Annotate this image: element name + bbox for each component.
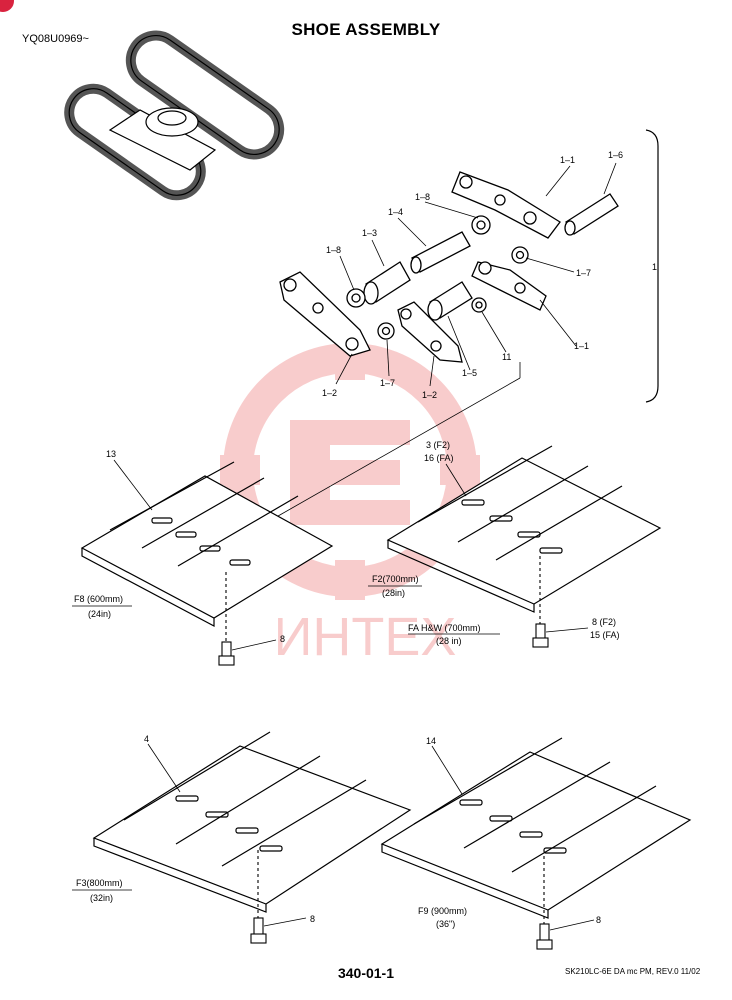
callout-1-4: 1–4: [388, 207, 403, 217]
spacer-1-7-upper: [511, 246, 529, 264]
track-shoes: [80, 445, 692, 919]
label-f3-size: F3(800mm): [76, 878, 123, 888]
callout-1-5: 1–5: [462, 368, 477, 378]
callout-1-3: 1–3: [362, 228, 377, 238]
link-1-2-right: [397, 301, 463, 363]
excavator-undercarriage-illustration: [64, 30, 285, 201]
pin-1-4: [410, 231, 471, 274]
callout-8-f2: 8 (F2): [592, 617, 616, 627]
watermark-text: ИНТЕХ: [274, 607, 457, 667]
bolts: [218, 556, 553, 950]
link-1-2-left: [279, 271, 371, 357]
label-f9-inches: (36"): [436, 919, 455, 929]
shoe-plate-13: [80, 461, 334, 627]
document-id: YQ08U0969~: [22, 33, 89, 45]
nut-11: [471, 297, 487, 313]
pin-1-6: [564, 193, 619, 236]
label-fa-inches: (28 in): [436, 636, 462, 646]
callout-1: 1: [652, 262, 657, 272]
leader-lines-shoes: [72, 459, 595, 931]
callout-8-f3: 8: [310, 914, 315, 924]
callout-1-2-left: 1–2: [322, 388, 337, 398]
watermark: ИНТЕХ: [220, 340, 480, 667]
label-fa-size: FA H&W (700mm): [408, 623, 481, 633]
callout-1-8-lower: 1–8: [326, 245, 341, 255]
callout-1-7-lower: 1–7: [380, 378, 395, 388]
label-f3-inches: (32in): [90, 893, 113, 903]
shoe-plate-3-16: [386, 445, 662, 613]
shoe-plate-4: [92, 731, 412, 913]
callout-11: 11: [502, 352, 511, 362]
shoe-plate-14: [380, 737, 692, 919]
callout-8-f8: 8: [280, 634, 285, 644]
leader-lines-links: [235, 162, 617, 541]
bushing-1-5: [427, 281, 473, 321]
spacer-1-7-lower: [377, 322, 395, 340]
bolt-8-f2: [532, 556, 549, 648]
label-f8-inches: (24in): [88, 609, 111, 619]
callout-1-2-right: 1–2: [422, 390, 437, 400]
label-f2-inches: (28in): [382, 588, 405, 598]
callout-8-f9: 8: [596, 915, 601, 925]
corner-badge: [0, 0, 14, 12]
track-link-parts: [279, 171, 619, 363]
callout-1-8-upper: 1–8: [415, 192, 430, 202]
label-f9-size: F9 (900mm): [418, 906, 467, 916]
callout-13: 13: [106, 449, 116, 459]
callout-1-1-upper: 1–1: [560, 155, 575, 165]
assembly-bracket: [645, 129, 659, 403]
callout-1-7-upper: 1–7: [576, 268, 591, 278]
bushing-1-3: [363, 261, 411, 305]
callout-3-f2: 3 (F2): [426, 440, 450, 450]
callout-14: 14: [426, 736, 436, 746]
seal-1-8-lower: [346, 288, 366, 308]
bolt-8-f9: [536, 856, 553, 950]
bolt-8-f3: [250, 850, 267, 944]
page-number: 340-01-1: [337, 965, 395, 981]
callout-1-1-lower: 1–1: [574, 341, 589, 351]
model-revision: SK210LC-6E DA mc PM, REV.0 11/02: [565, 967, 701, 976]
callout-1-6: 1–6: [608, 150, 623, 160]
label-f8-size: F8 (600mm): [74, 594, 123, 604]
seal-1-8-upper: [471, 215, 491, 235]
bolt-8-f8: [218, 572, 235, 666]
callout-4: 4: [144, 734, 149, 744]
callout-16-fa: 16 (FA): [424, 453, 454, 463]
page-title: SHOE ASSEMBLY: [291, 20, 441, 39]
link-1-1-upper: [451, 171, 561, 239]
link-1-1-lower: [471, 261, 547, 311]
callout-15-fa: 15 (FA): [590, 630, 620, 640]
label-f2-size: F2(700mm): [372, 574, 419, 584]
